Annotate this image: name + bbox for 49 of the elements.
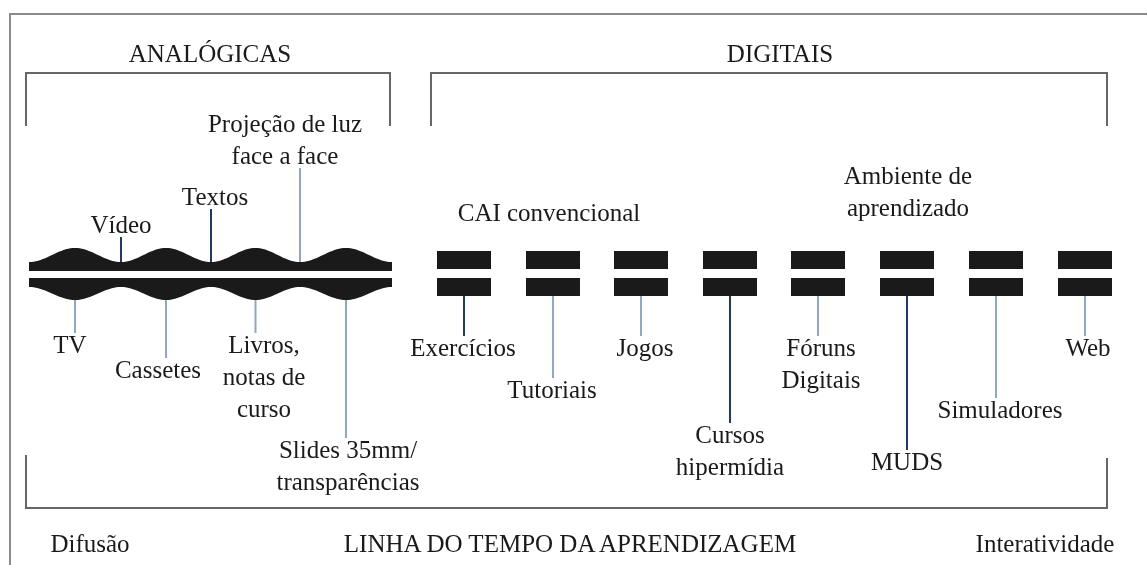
- item-label: Cursos hipermídia: [665, 419, 795, 483]
- section-heading: ANALÓGICAS: [128, 39, 292, 69]
- bar-block: [880, 251, 934, 296]
- item-label: Simuladores: [937, 394, 1063, 426]
- text-label: Difusão: [50, 529, 130, 559]
- leader-line: [210, 208, 212, 263]
- wave-segment: [211, 246, 300, 302]
- wave-segment: [300, 246, 392, 302]
- text-label: CAI convencional: [457, 198, 641, 228]
- item-label: Jogos: [616, 332, 674, 364]
- leader-line: [640, 295, 642, 337]
- bar-block: [526, 251, 580, 296]
- item-label: Cassetes: [114, 354, 202, 386]
- item-label: Livros, notas de curso: [210, 329, 318, 425]
- leader-line: [995, 295, 997, 399]
- item-label: Slides 35mm/ transparências: [259, 434, 437, 498]
- section-heading: DIGITAIS: [726, 39, 834, 69]
- section-heading: LINHA DO TEMPO DA APRENDIZAGEM: [343, 529, 797, 559]
- text-label: Ambiente de aprendizado: [842, 161, 974, 223]
- item-label: Web: [1065, 332, 1111, 364]
- leader-line: [120, 236, 122, 263]
- leader-line: [254, 299, 257, 334]
- text-label: Interatividade: [975, 529, 1115, 559]
- wave-segment: [121, 246, 211, 302]
- item-label: Tutoriais: [507, 374, 597, 406]
- bar-block: [437, 251, 491, 296]
- item-label: Exercícios: [410, 332, 516, 364]
- item-label: Vídeo: [90, 209, 152, 241]
- leader-line: [74, 299, 76, 334]
- leader-line: [1084, 295, 1086, 337]
- bar-block: [614, 251, 668, 296]
- bar-block: [791, 251, 845, 296]
- wave-segment: [29, 246, 121, 302]
- item-label: TV: [53, 329, 87, 361]
- leader-line: [906, 295, 908, 451]
- leader-line: [299, 167, 301, 263]
- bar-block: [1058, 251, 1112, 296]
- leader-line: [552, 295, 554, 379]
- item-label: Textos: [181, 181, 249, 213]
- item-label: Fóruns Digitais: [766, 332, 876, 396]
- item-label: MUDS: [870, 446, 944, 478]
- bar-block: [969, 251, 1023, 296]
- leader-line: [165, 299, 167, 359]
- item-label: Projeção de luz face a face: [192, 108, 378, 172]
- leader-line: [345, 299, 347, 439]
- leader-line: [817, 295, 819, 337]
- bar-block: [703, 251, 757, 296]
- leader-line: [729, 295, 731, 424]
- leader-line: [463, 295, 465, 337]
